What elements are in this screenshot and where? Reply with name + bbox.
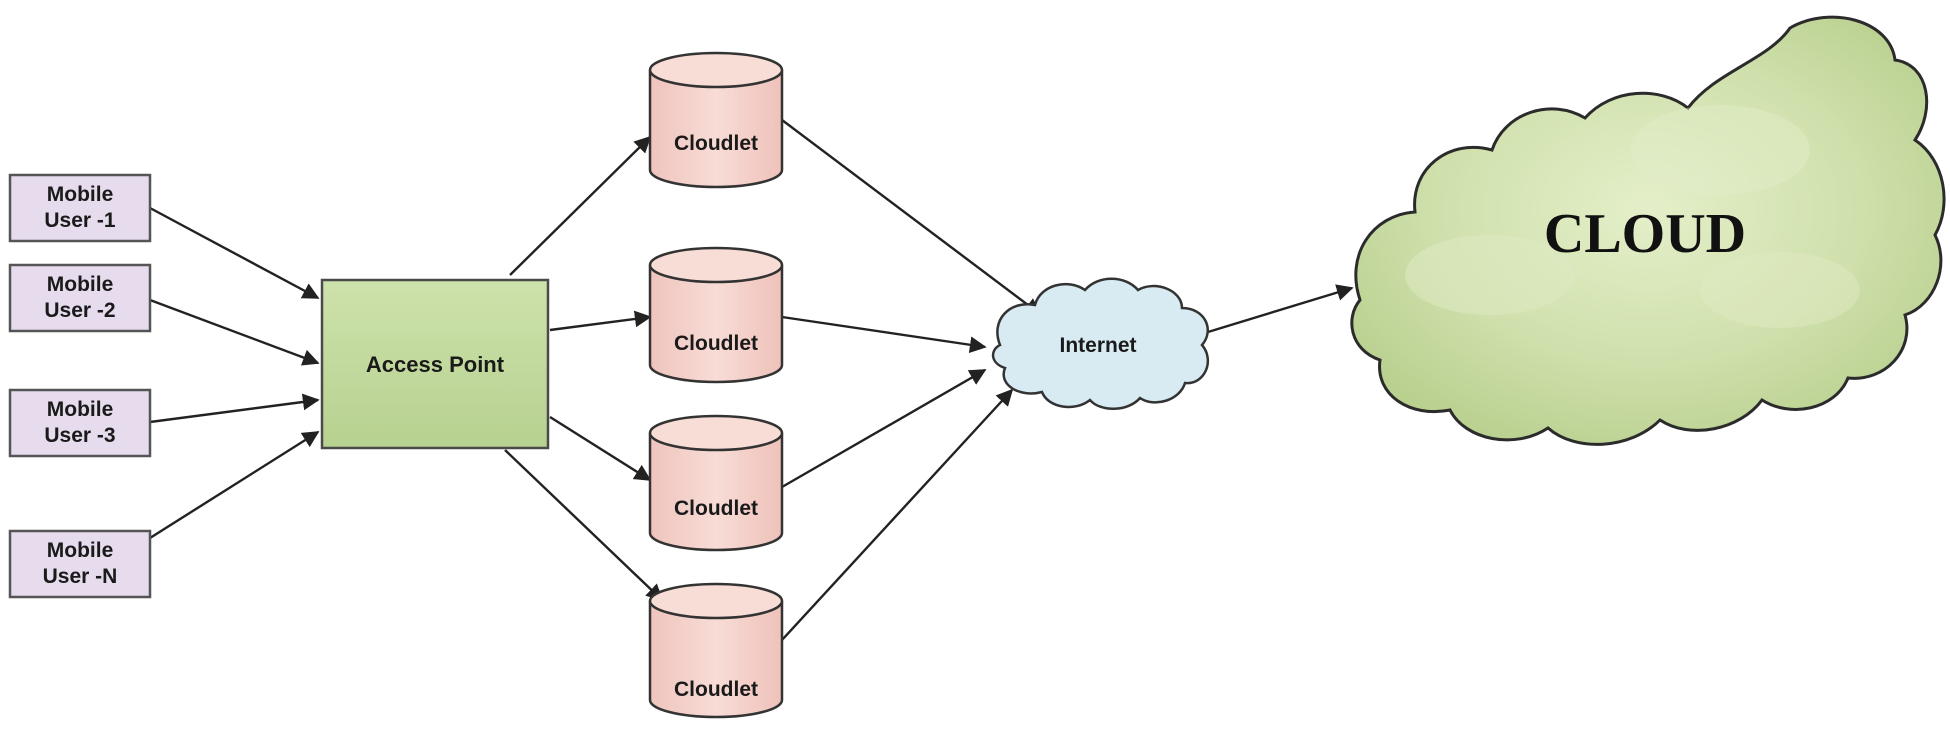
mobile-user-n: Mobile User -N <box>8 529 152 599</box>
cloudlet-1-label: Cloudlet <box>674 132 758 155</box>
cloudlet-1: Cloudlet <box>648 51 784 189</box>
edges <box>149 119 1354 641</box>
edge-cloudlet-2-to-internet <box>781 315 987 354</box>
mobile-user-2: Mobile User -2 <box>8 263 152 333</box>
mobile-user-2-line1: Mobile <box>47 273 114 296</box>
edge-access-point-to-cloudlet-2 <box>549 310 652 332</box>
edge-cloudlet-1-to-internet <box>781 119 1042 316</box>
mobile-user-3-line2: User -3 <box>44 424 115 447</box>
edge-cloudlet-4-to-internet <box>781 388 1014 641</box>
edge-user1-to-access-point <box>149 206 320 300</box>
mobile-user-3: Mobile User -3 <box>8 388 152 458</box>
mobile-user-1-line1: Mobile <box>47 183 114 206</box>
cloudlet-2: Cloudlet <box>648 246 784 384</box>
access-point-label: Access Point <box>366 352 505 377</box>
cloudlet-4: Cloudlet <box>648 582 784 719</box>
access-point: Access Point <box>320 278 550 450</box>
edge-user2-to-access-point <box>149 298 320 366</box>
edge-user3-to-access-point <box>149 393 320 424</box>
cloud: CLOUD <box>1350 15 1946 446</box>
cloud-highlight-3 <box>1630 105 1810 195</box>
edge-internet-to-cloud <box>1207 284 1354 334</box>
cloudlet-3: Cloudlet <box>648 414 784 552</box>
cloudlet-2-label: Cloudlet <box>674 332 758 355</box>
internet-label: Internet <box>1059 334 1136 357</box>
mobile-user-1: Mobile User -1 <box>8 173 152 243</box>
edge-access-point-to-cloudlet-3 <box>549 415 652 482</box>
cloud-shape <box>1350 15 1946 446</box>
mobile-user-n-line1: Mobile <box>47 539 114 562</box>
cloudlet-4-label: Cloudlet <box>674 678 758 701</box>
cloud-label: CLOUD <box>1544 203 1746 265</box>
mobile-user-2-line2: User -2 <box>44 299 115 322</box>
internet-cloud: Internet <box>991 277 1210 410</box>
internet-cloud-shape <box>991 277 1210 410</box>
cloud-highlight-1 <box>1405 235 1575 315</box>
mobile-user-n-line2: User -N <box>43 565 118 588</box>
edge-cloudlet-3-to-internet <box>781 368 987 489</box>
cloudlet-3-label: Cloudlet <box>674 497 758 520</box>
edge-userN-to-access-point <box>149 430 320 540</box>
edge-access-point-to-cloudlet-4 <box>504 449 664 602</box>
mobile-user-1-line2: User -1 <box>44 209 116 232</box>
cloud-highlight-2 <box>1700 252 1860 328</box>
mobile-user-3-line1: Mobile <box>47 398 114 421</box>
edge-access-point-to-cloudlet-1 <box>509 135 652 276</box>
